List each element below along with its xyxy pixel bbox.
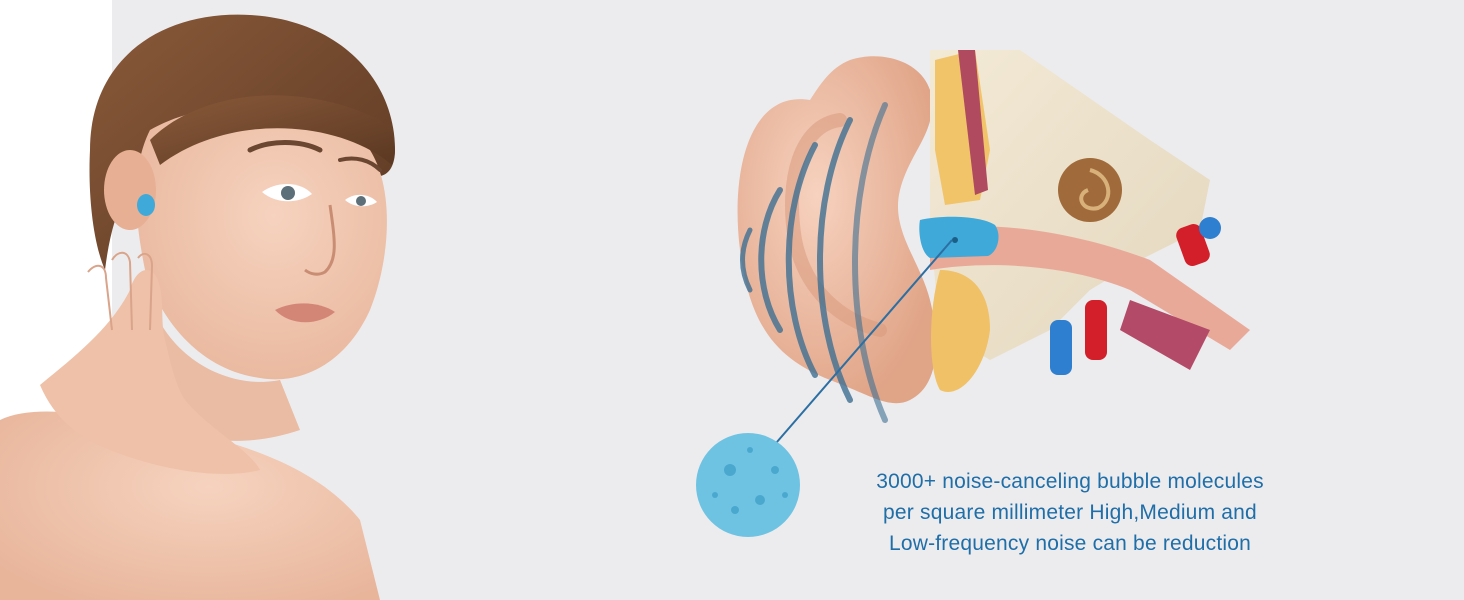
caption-line-2: per square millimeter High,Medium and bbox=[883, 501, 1257, 524]
pointer-line bbox=[769, 239, 953, 451]
earplug-icon bbox=[137, 194, 155, 216]
caption-line-1: 3000+ noise-canceling bubble molecules bbox=[876, 470, 1264, 493]
sound-wave-icon bbox=[740, 102, 888, 423]
woman-portrait bbox=[0, 14, 395, 600]
foam-magnifier-icon bbox=[696, 433, 800, 537]
caption-line-3: Low-frequency noise can be reduction bbox=[888, 532, 1252, 555]
earplug-icon bbox=[919, 216, 999, 258]
ear-anatomy-diagram bbox=[696, 50, 1250, 537]
feature-caption: 3000+ noise-canceling bubble molecules p… bbox=[800, 466, 1340, 559]
